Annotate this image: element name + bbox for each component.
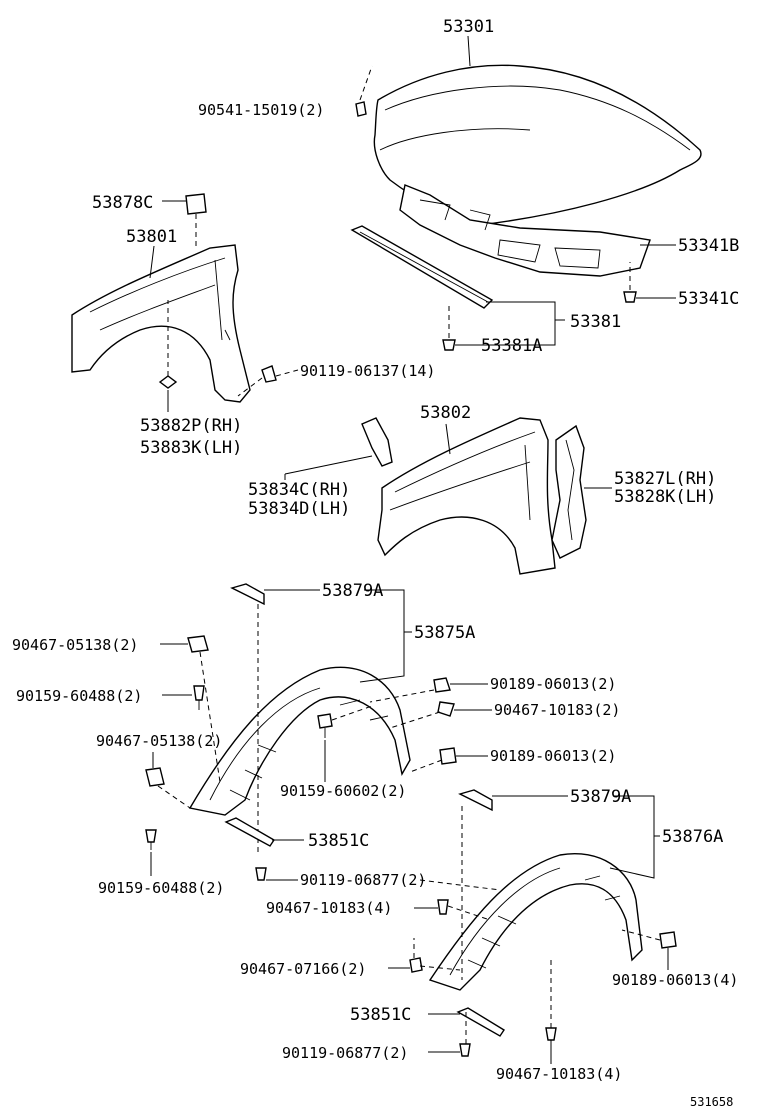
screw-90159-60488b-icon (145, 829, 157, 850)
label-90119-06877-b: 90119-06877(2) (282, 1044, 408, 1062)
clip-90189-06013c-icon (659, 931, 677, 949)
label-53875a: 53875A (414, 623, 475, 643)
label-90467-10183-b: 90467-10183(4) (266, 899, 392, 917)
fender-cushion-53878c (185, 193, 207, 215)
clip-90467-10183c-icon (545, 1027, 557, 1041)
label-53851c-1: 53851C (308, 831, 369, 851)
label-53879a-2: 53879A (570, 787, 631, 807)
diagram-id: 531658 (690, 1095, 733, 1109)
fender-liner-53827l (551, 424, 587, 559)
clip-90467-10183b-icon (437, 899, 449, 915)
bracket-53879a-2 (458, 789, 493, 812)
label-53828k: 53828K(LH) (614, 487, 716, 507)
clip-53341c-icon (623, 291, 637, 303)
clip-90467-10183-icon (437, 701, 455, 717)
bracket-53851c-2 (456, 1007, 505, 1037)
screw-90119-06877-icon (255, 867, 267, 881)
label-90159-60488-b: 90159-60488(2) (98, 879, 224, 897)
label-53879a-1: 53879A (322, 581, 383, 601)
label-90467-05138-a: 90467-05138(2) (12, 636, 138, 654)
label-53801: 53801 (126, 227, 177, 247)
label-53883k: 53883K(LH) (140, 438, 242, 458)
clip-53381a-icon (442, 339, 456, 351)
label-53381: 53381 (570, 312, 621, 332)
label-90119-06877-a: 90119-06877(2) (300, 871, 426, 889)
screw-90159-60488-icon (193, 685, 205, 710)
front-fender-53801 (71, 244, 251, 403)
hood-bumper-icon (355, 101, 367, 117)
label-53301: 53301 (443, 17, 494, 37)
label-90189-06013-b: 90189-06013(2) (490, 747, 616, 765)
label-90189-06013-c: 90189-06013(4) (612, 971, 738, 989)
label-53827l: 53827L(RH) (614, 469, 716, 489)
fender-liner-53875a (188, 666, 411, 816)
label-53802: 53802 (420, 403, 471, 423)
label-53878c: 53878C (92, 193, 153, 213)
label-53341c: 53341C (678, 289, 739, 309)
label-53381a: 53381A (481, 336, 542, 356)
clip-90467-07166-icon (409, 957, 423, 973)
label-53882p: 53882P(RH) (140, 416, 242, 436)
clip-90189-06013b-icon (439, 747, 457, 765)
label-53834c: 53834C(RH) (248, 480, 350, 500)
hood-part (373, 64, 702, 277)
fender-bolt-icon (261, 365, 277, 383)
screw-90159-60602-icon (317, 713, 333, 738)
label-90119-06137: 90119-06137(14) (300, 362, 435, 380)
label-90189-06013-a: 90189-06013(2) (490, 675, 616, 693)
label-90159-60488-a: 90159-60488(2) (16, 687, 142, 705)
label-53834d: 53834D(LH) (248, 499, 350, 519)
front-fender-53802 (377, 417, 556, 575)
nut-90467-05138-icon (187, 635, 209, 653)
label-90159-60602: 90159-60602(2) (280, 782, 406, 800)
label-53876a: 53876A (662, 827, 723, 847)
label-90467-10183-a: 90467-10183(2) (494, 701, 620, 719)
label-90541-15019: 90541-15019(2) (198, 101, 324, 119)
screw-90119-06877b-icon (459, 1043, 471, 1057)
label-53851c-2: 53851C (350, 1005, 411, 1025)
label-53341b: 53341B (678, 236, 739, 256)
bracket-53851c-1 (224, 817, 275, 847)
label-90467-05138-b: 90467-05138(2) (96, 732, 222, 750)
fender-bracket-53834c (361, 417, 393, 467)
fender-liner-53876a (428, 853, 643, 991)
hood-seal-strip (350, 225, 494, 309)
label-90467-10183-c: 90467-10183(4) (496, 1065, 622, 1083)
bracket-53879a-1 (230, 583, 265, 606)
nut-90467-05138b-icon (145, 767, 165, 787)
clip-90189-06013-icon (433, 677, 451, 693)
fender-seal-53882p (158, 375, 178, 389)
label-90467-07166: 90467-07166(2) (240, 960, 366, 978)
